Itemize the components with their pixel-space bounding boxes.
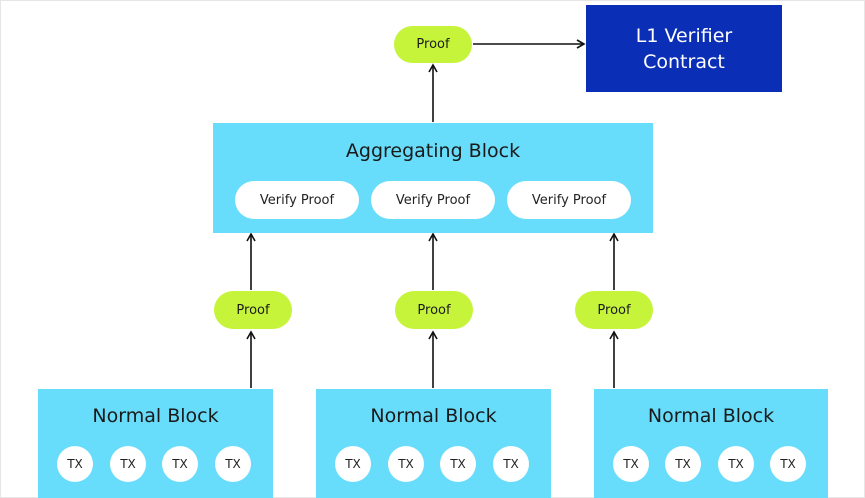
tx-node: TX [162, 446, 198, 482]
verify-proof-item: Verify Proof [371, 181, 495, 219]
proof-node-2: Proof [395, 291, 473, 329]
verify-proof-item: Verify Proof [507, 181, 631, 219]
tx-node: TX [57, 446, 93, 482]
aggregating-block-title: Aggregating Block [345, 140, 521, 162]
tx-node: TX [718, 446, 754, 482]
tx-node: TX [215, 446, 251, 482]
verify-proof-item: Verify Proof [235, 181, 359, 219]
tx-node: TX [493, 446, 529, 482]
tx-node: TX [613, 446, 649, 482]
tx-node: TX [110, 446, 146, 482]
verifier-line1: L1 Verifier [635, 24, 733, 47]
aggregating-block: Aggregating Block Verify Proof Verify Pr… [213, 123, 653, 233]
tx-node: TX [665, 446, 701, 482]
tx-node: TX [335, 446, 371, 482]
normal-block-title: Normal Block [92, 405, 219, 427]
normal-block-title: Normal Block [370, 405, 497, 427]
l1-verifier-contract: L1 Verifier Contract [586, 5, 782, 92]
normal-block-2: Normal Block TX TX TX TX [316, 389, 551, 498]
verifier-line2: Contract [643, 50, 725, 73]
proof-node-1: Proof [214, 291, 292, 329]
normal-block-3: Normal Block TX TX TX TX [594, 389, 828, 498]
normal-block-title: Normal Block [647, 405, 775, 427]
proof-node-3: Proof [575, 291, 653, 329]
top-proof-node: Proof [394, 26, 472, 63]
tx-node: TX [440, 446, 476, 482]
tx-node: TX [770, 446, 806, 482]
normal-block-1: Normal Block TX TX TX TX [38, 389, 273, 498]
tx-node: TX [388, 446, 424, 482]
